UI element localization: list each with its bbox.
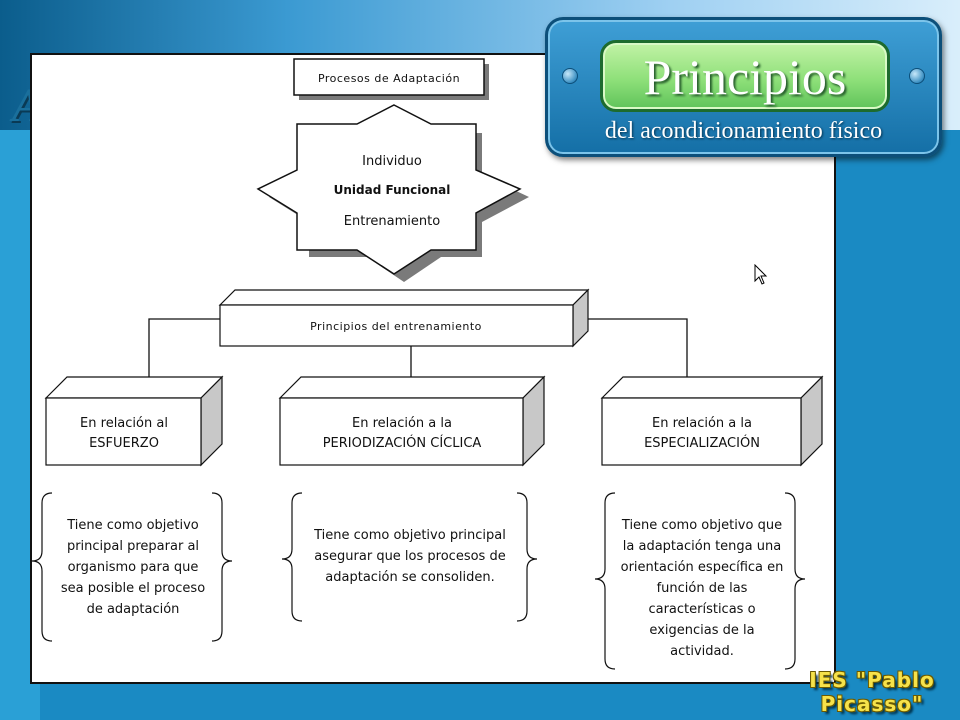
category-esfuerzo-line1: En relación al xyxy=(80,416,168,431)
desc-especializacion-line: la adaptación tenga una xyxy=(623,539,781,554)
description-especializacion: Tiene como objetivo que la adaptación te… xyxy=(621,518,784,659)
school-name: IES "Pablo Picasso" xyxy=(792,668,952,716)
desc-especializacion-line: función de las xyxy=(657,581,748,596)
star-entrenamiento: Entrenamiento xyxy=(344,214,440,229)
category-especializacion-line2: ESPECIALIZACIÓN xyxy=(644,435,760,451)
braces xyxy=(32,492,806,670)
badge-title: Principios xyxy=(643,49,847,105)
category-box-especializacion: En relación a la ESPECIALIZACIÓN xyxy=(600,375,824,467)
mouse-cursor-icon xyxy=(754,264,768,285)
school-name-line2: Picasso" xyxy=(820,692,924,716)
desc-especializacion-line: exigencias de la xyxy=(649,623,754,638)
desc-esfuerzo-line: Tiene como objetivo xyxy=(66,518,199,533)
top-process-label: Procesos de Adaptación xyxy=(318,72,460,85)
top-process-box: Procesos de Adaptación xyxy=(293,58,489,100)
diagram-panel: Procesos de Adaptación Individuo Unidad … xyxy=(30,53,836,684)
category-box-periodizacion: En relación a la PERIODIZACIÓN CÍCLICA xyxy=(278,375,546,467)
badge-rivet-icon xyxy=(909,68,925,84)
school-name-line1: IES "Pablo xyxy=(809,668,935,692)
category-periodizacion-line1: En relación a la xyxy=(352,416,452,431)
desc-esfuerzo-line: organismo para que xyxy=(68,560,199,575)
desc-periodizacion-line: asegurar que los procesos de xyxy=(314,549,505,564)
badge-rivet-icon xyxy=(562,68,578,84)
category-box-esfuerzo: En relación al ESFUERZO xyxy=(44,375,224,467)
unit-star: Individuo Unidad Funcional Entrenamiento xyxy=(256,104,529,282)
category-especializacion-line1: En relación a la xyxy=(652,416,752,431)
title-badge: Principios del acondicionamiento físico xyxy=(545,17,942,157)
desc-periodizacion-line: Tiene como objetivo principal xyxy=(313,528,506,543)
star-unidad-funcional: Unidad Funcional xyxy=(334,183,451,197)
concept-diagram: Procesos de Adaptación Individuo Unidad … xyxy=(32,58,824,670)
desc-esfuerzo-line: de adaptación xyxy=(87,602,180,617)
description-periodizacion: Tiene como objetivo principal asegurar q… xyxy=(313,528,506,585)
desc-periodizacion-line: adaptación se consoliden. xyxy=(325,570,494,585)
desc-esfuerzo-line: sea posible el proceso xyxy=(61,581,205,596)
category-periodizacion-line2: PERIODIZACIÓN CÍCLICA xyxy=(323,435,482,451)
badge-pill: Principios xyxy=(600,40,890,112)
desc-especializacion-line: Tiene como objetivo que xyxy=(621,518,782,533)
desc-especializacion-line: características o xyxy=(648,602,755,617)
desc-esfuerzo-line: principal preparar al xyxy=(67,539,199,554)
desc-especializacion-line: actividad. xyxy=(670,644,734,659)
principles-label: Principios del entrenamiento xyxy=(310,320,482,333)
category-esfuerzo-line2: ESFUERZO xyxy=(89,436,159,451)
badge-subtitle: del acondicionamiento físico xyxy=(604,118,883,144)
principles-box: Principios del entrenamiento xyxy=(218,288,590,348)
desc-especializacion-line: orientación específica en xyxy=(621,560,784,575)
description-esfuerzo: Tiene como objetivo principal preparar a… xyxy=(61,518,205,617)
star-individuo: Individuo xyxy=(362,154,422,169)
